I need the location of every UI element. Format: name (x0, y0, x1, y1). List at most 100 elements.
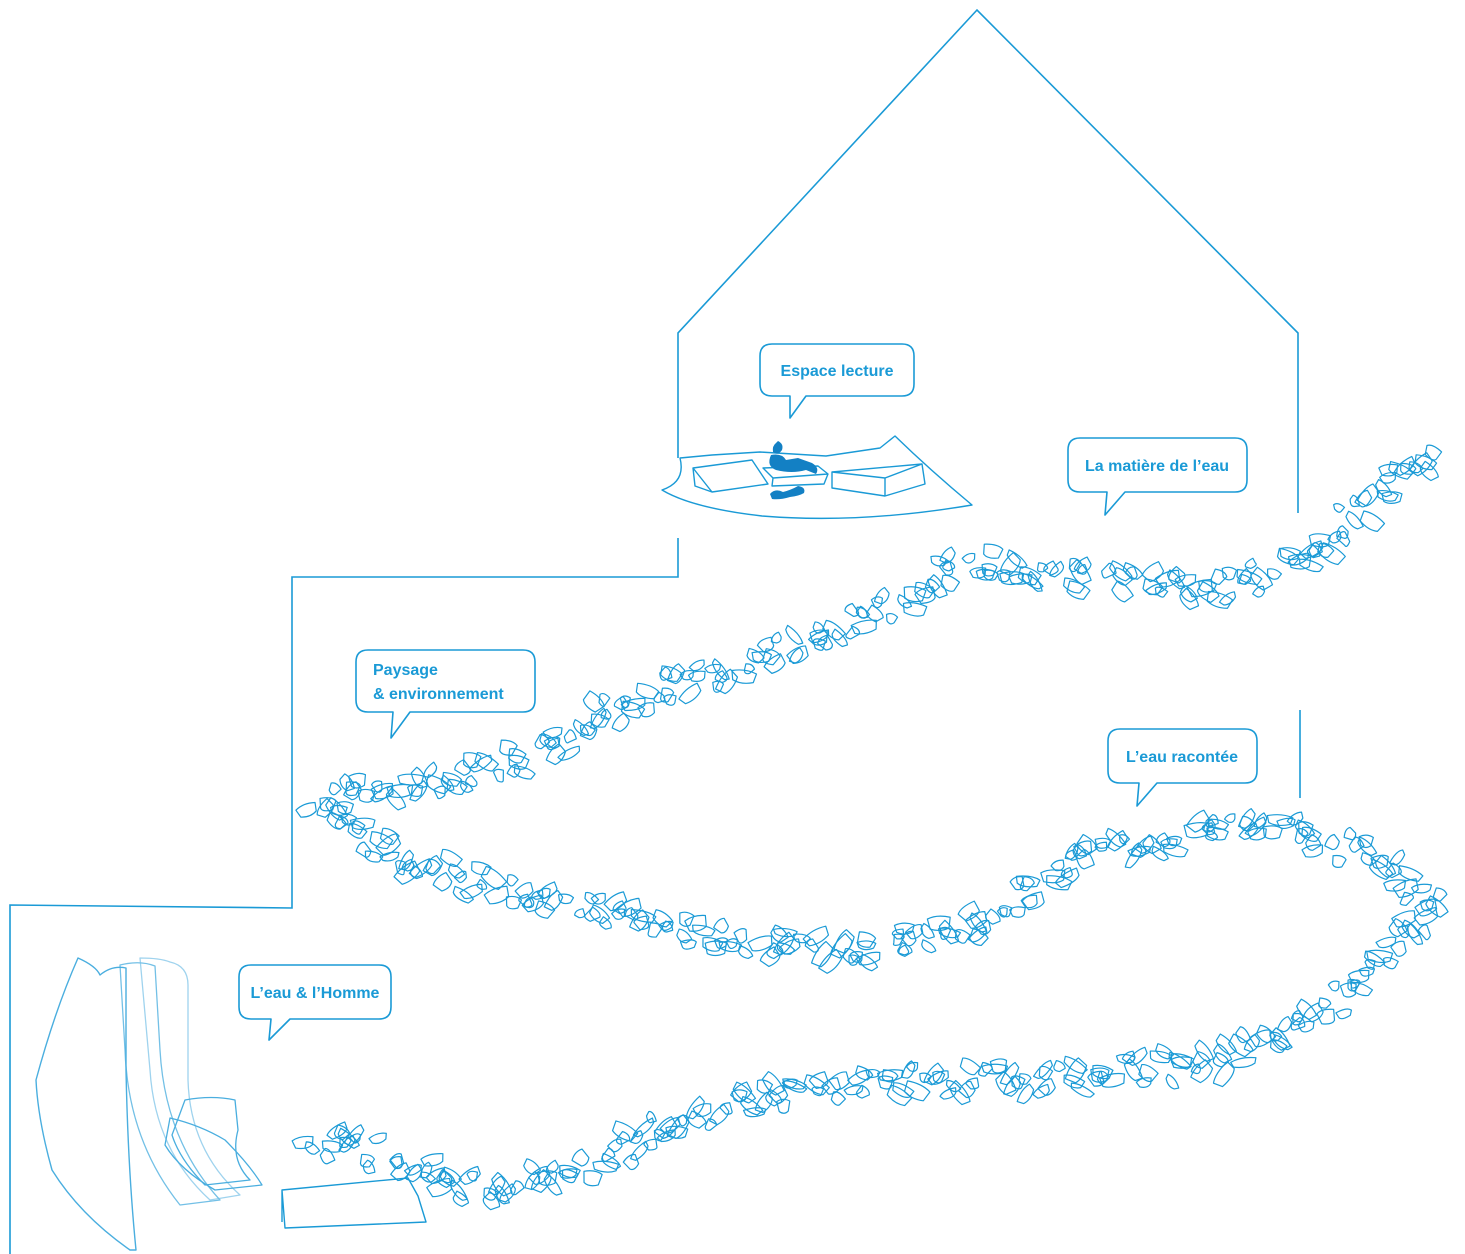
paper-leaf (1317, 541, 1347, 567)
paper-leaf (469, 860, 491, 877)
paper-leaf (962, 552, 978, 565)
paper-leaf (445, 778, 468, 797)
paper-leaf (685, 1109, 707, 1130)
paper-leaf (1299, 539, 1325, 561)
paper-leaf (467, 1170, 479, 1182)
paper-leaf (607, 1138, 625, 1154)
paper-leaf (763, 652, 788, 676)
paper-leaf (1136, 1063, 1159, 1084)
paper-leaf (644, 1110, 658, 1125)
paper-leaf (678, 682, 704, 707)
paper-leaf (674, 928, 693, 946)
paper-leaf (398, 774, 424, 785)
paper-leaf (873, 586, 892, 606)
paper-leaf (726, 938, 738, 949)
paper-leaf (1009, 906, 1026, 919)
curtain-sheet-a (172, 1098, 250, 1186)
curtain-panel-back (140, 958, 240, 1200)
paper-leaf (844, 1084, 865, 1097)
curtain-panels (36, 958, 262, 1250)
paper-leaf (1379, 471, 1398, 485)
paper-leaf (582, 1169, 603, 1187)
paper-leaf (1192, 1039, 1215, 1064)
bubble-matiere-eau: La matière de l’eau (1068, 438, 1247, 515)
paper-leaf (730, 1081, 756, 1106)
paper-leaf (368, 1131, 388, 1145)
paper-leaf (957, 900, 982, 924)
paper-leaf (1390, 940, 1409, 959)
paper-leaf (1069, 1081, 1095, 1099)
upper-step (10, 538, 678, 1254)
paper-leaf (1251, 585, 1267, 600)
label-espace-lecture: Espace lecture (781, 363, 894, 380)
paper-leaf (573, 907, 587, 920)
paper-leaf (408, 864, 424, 881)
paper-leaf (938, 546, 958, 566)
paper-leaf (1431, 886, 1448, 903)
paper-leaf (1218, 590, 1238, 608)
paper-leaf (543, 889, 566, 913)
paper-leaf (317, 1147, 336, 1166)
paper-leaf (393, 860, 423, 888)
paper-leaf (560, 1169, 578, 1184)
paper-leaf (680, 669, 696, 682)
paper-leaf (1357, 509, 1385, 534)
label-eau-racontee: L’eau racontée (1126, 749, 1238, 766)
paper-leaf (505, 873, 519, 887)
paper-leaf (571, 1148, 592, 1169)
paper-leaf (1328, 980, 1341, 993)
paper-leaf (712, 917, 731, 936)
reading-carpet (662, 436, 972, 518)
paper-leaf (1109, 579, 1135, 604)
paper-leaf (1332, 503, 1345, 513)
child-silhouette (770, 486, 804, 499)
paper-leaf (804, 938, 821, 955)
bottom-cushion (282, 1178, 426, 1228)
paper-leaf (611, 712, 632, 734)
cushion-left (693, 460, 768, 492)
paper-leaf (1359, 967, 1375, 976)
paper-leaf (597, 916, 612, 932)
paper-leaf (512, 764, 536, 782)
paper-leaf (763, 1088, 783, 1108)
paper-leaf (361, 1159, 377, 1176)
paper-leaf (504, 895, 521, 910)
paper-leaf (736, 944, 754, 961)
reading-platform (662, 436, 972, 518)
paper-leaf (458, 1165, 483, 1187)
paper-leaf (1376, 936, 1398, 949)
paper-leaf (1417, 924, 1433, 941)
paper-leaf (1070, 843, 1088, 862)
label-eau-homme: L’eau & l’Homme (251, 985, 380, 1002)
curtain-sheet-b (165, 1118, 262, 1190)
paper-leaf (1221, 567, 1237, 581)
paper-leaf (711, 681, 723, 694)
bubble-eau-racontee: L’eau racontée (1108, 729, 1257, 806)
paper-leaf (323, 796, 349, 823)
paper-leaf (747, 934, 774, 953)
paper-leaf (1175, 573, 1198, 588)
paper-leaf (983, 908, 1002, 927)
paper-leaf (1061, 576, 1085, 595)
curtain-panel-mid (120, 963, 220, 1205)
paper-leaf (919, 938, 937, 955)
bubble-paysage: Paysage & environnement (356, 650, 535, 738)
paper-leaf (1398, 891, 1414, 908)
paper-leaf (478, 865, 507, 892)
paper-leaf (1342, 826, 1358, 842)
paper-leaf (1413, 906, 1440, 928)
paper-leaf (894, 923, 914, 934)
paper-leaf (1136, 1076, 1153, 1089)
paper-leaf (708, 1103, 731, 1127)
paper-leaf (1330, 854, 1346, 870)
curtain-panel-front (36, 958, 136, 1250)
paper-leaf (786, 644, 811, 666)
bubble-espace-lecture: Espace lecture (760, 344, 914, 418)
paper-leaf (677, 911, 694, 927)
paper-leaf (493, 768, 505, 783)
paper-leaf (783, 624, 804, 647)
paper-leaf (958, 1056, 982, 1077)
reader-silhouette (769, 441, 817, 474)
paper-leaf (914, 585, 938, 606)
